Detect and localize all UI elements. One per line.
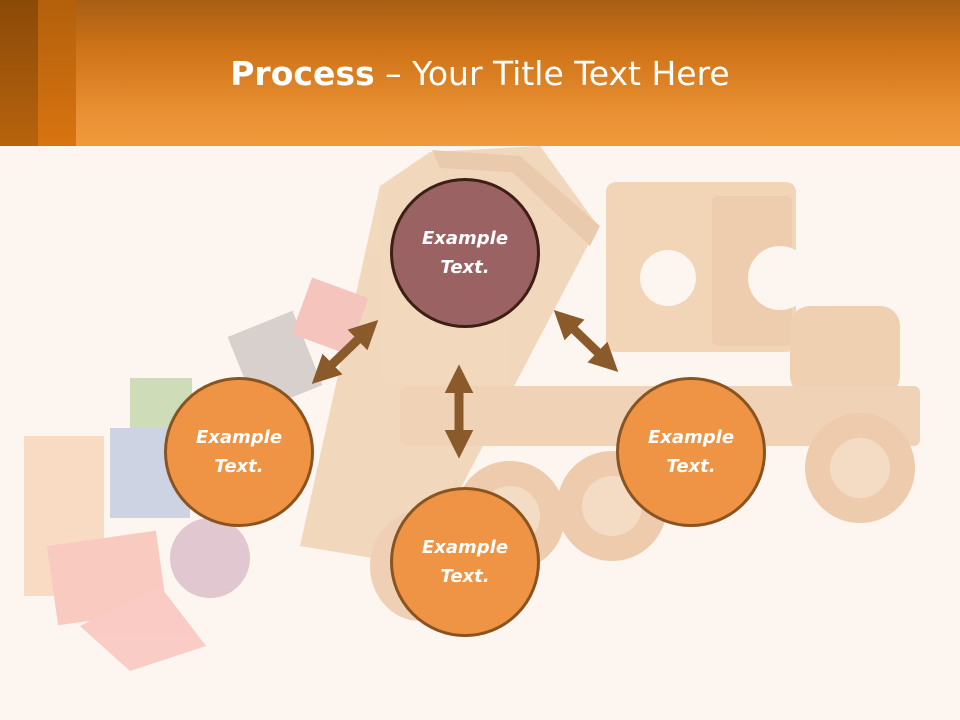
circle-bottom-text: Example Text.	[421, 537, 509, 587]
circle-right-text: Example Text.	[647, 427, 735, 477]
circle-left[interactable]: Example Text.	[164, 377, 314, 527]
slide-title[interactable]: Process – Your Title Text Here	[0, 52, 960, 96]
circle-right[interactable]: Example Text.	[616, 377, 766, 527]
header-bar: Process – Your Title Text Here	[0, 0, 960, 146]
title-bold: Process	[230, 54, 375, 93]
header-stripe	[38, 0, 76, 146]
circle-top[interactable]: Example Text.	[390, 178, 540, 328]
circle-left-text: Example Text.	[195, 427, 283, 477]
header-stripe	[0, 0, 38, 146]
circle-top-text: Example Text.	[421, 228, 509, 278]
circle-bottom[interactable]: Example Text.	[390, 487, 540, 637]
title-rest: – Your Title Text Here	[374, 54, 730, 93]
